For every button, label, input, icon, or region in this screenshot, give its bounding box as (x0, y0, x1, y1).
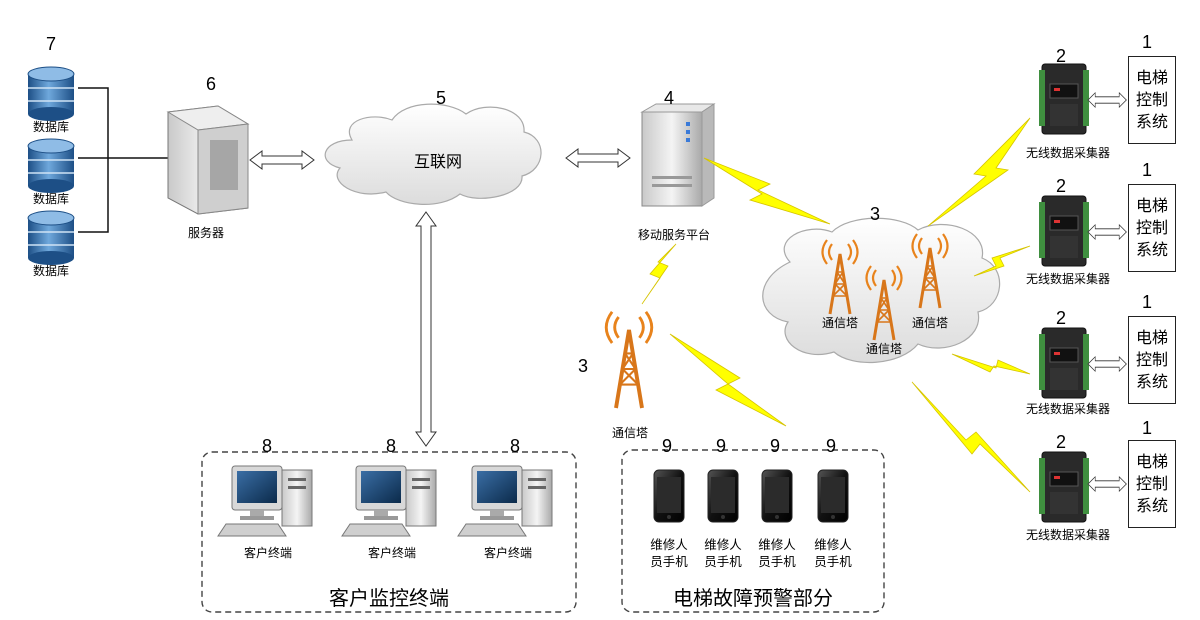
collector-device-icon (1038, 451, 1090, 523)
database-icon (27, 138, 75, 194)
elevator-control-label: 电梯控制系统 (1135, 68, 1168, 131)
marker-tower-cloud: 3 (870, 204, 881, 224)
collector-device-icon (1038, 63, 1090, 135)
server-icon (166, 105, 250, 215)
db-connector-lines (78, 87, 168, 233)
collector-label: 无线数据采集器 (1025, 528, 1111, 542)
platform-label: 移动服务平台 (637, 228, 711, 242)
tower-icon (604, 309, 654, 410)
client-group-title: 客户监控终端 (329, 586, 449, 610)
warning-group-box (621, 449, 885, 613)
marker-internet: 5 (436, 88, 447, 108)
elevator-control-label: 电梯控制系统 (1135, 328, 1168, 391)
client-pc-icon (457, 465, 553, 537)
lightning-link-icon (641, 117, 1031, 493)
tower-label: 通信塔 (865, 342, 903, 356)
client-label: 客户终端 (243, 546, 293, 560)
tower-label: 通信塔 (911, 316, 949, 330)
collector-label: 无线数据采集器 (1025, 402, 1111, 416)
client-pc-icon (341, 465, 437, 537)
marker-phone: 9 (770, 436, 781, 456)
collector-control-arrow-icon (1087, 476, 1127, 492)
internet-platform-arrow-icon (565, 148, 631, 168)
server-label: 服务器 (187, 226, 225, 240)
elevator-control-box: 电梯控制系统 (1128, 56, 1176, 144)
database-label: 数据库 (32, 192, 70, 206)
marker-server: 6 (206, 74, 217, 94)
elevator-control-box: 电梯控制系统 (1128, 184, 1176, 272)
phone-icon (761, 469, 793, 523)
collector-control-arrow-icon (1087, 356, 1127, 372)
marker-control: 1 (1142, 160, 1153, 180)
phone-icon (653, 469, 685, 523)
client-label: 客户终端 (367, 546, 417, 560)
phone-label: 维修人员手机 (704, 537, 742, 569)
collector-device-icon (1038, 327, 1090, 399)
marker-control: 1 (1142, 418, 1153, 438)
phone-label: 维修人员手机 (650, 537, 688, 569)
marker-phone: 9 (662, 436, 673, 456)
marker-platform: 4 (664, 88, 675, 108)
database-icon (27, 210, 75, 266)
database-label: 数据库 (32, 120, 70, 134)
marker-control: 1 (1142, 32, 1153, 52)
marker-collector: 2 (1056, 432, 1067, 452)
elevator-control-label: 电梯控制系统 (1135, 452, 1168, 515)
phone-icon (707, 469, 739, 523)
marker-phone: 9 (826, 436, 837, 456)
tower-label: 通信塔 (821, 316, 859, 330)
elevator-control-box: 电梯控制系统 (1128, 440, 1176, 528)
marker-collector: 2 (1056, 46, 1067, 66)
elevator-control-label: 电梯控制系统 (1135, 196, 1168, 259)
collector-label: 无线数据采集器 (1025, 272, 1111, 286)
platform-server-icon (640, 103, 716, 207)
marker-tower-single: 3 (578, 356, 589, 376)
collector-control-arrow-icon (1087, 92, 1127, 108)
internet-cloud-icon (324, 103, 542, 205)
internet-client-arrow-icon (415, 211, 437, 447)
collector-control-arrow-icon (1087, 224, 1127, 240)
marker-databases: 7 (46, 34, 57, 54)
marker-collector: 2 (1056, 176, 1067, 196)
client-pc-icon (217, 465, 313, 537)
marker-client: 8 (386, 436, 397, 456)
internet-label: 互联网 (413, 152, 463, 171)
client-group-box (201, 451, 577, 613)
marker-collector: 2 (1056, 308, 1067, 328)
phone-label: 维修人员手机 (758, 537, 796, 569)
database-label: 数据库 (32, 264, 70, 278)
database-icon (27, 66, 75, 122)
phone-label: 维修人员手机 (814, 537, 852, 569)
marker-client: 8 (262, 436, 273, 456)
server-internet-arrow-icon (249, 150, 315, 170)
marker-control: 1 (1142, 292, 1153, 312)
phone-icon (817, 469, 849, 523)
tower-label: 通信塔 (611, 426, 649, 440)
collector-device-icon (1038, 195, 1090, 267)
collector-label: 无线数据采集器 (1025, 146, 1111, 160)
marker-client: 8 (510, 436, 521, 456)
client-label: 客户终端 (483, 546, 533, 560)
warning-group-title: 电梯故障预警部分 (673, 586, 833, 610)
elevator-control-box: 电梯控制系统 (1128, 316, 1176, 404)
marker-phone: 9 (716, 436, 727, 456)
